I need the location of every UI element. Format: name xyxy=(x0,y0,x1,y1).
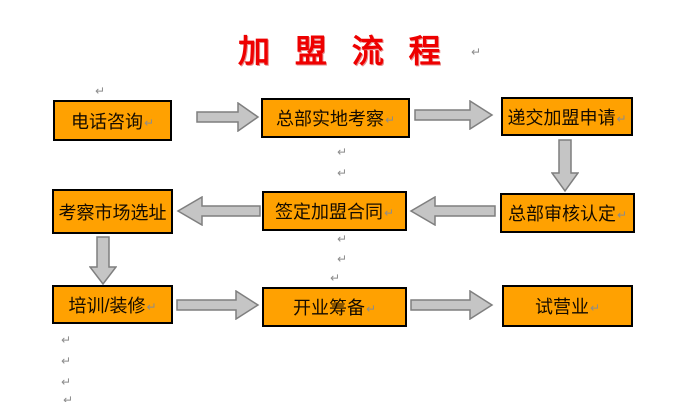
node-label: 递交加盟申请 xyxy=(507,107,616,128)
page-title-text: 加 盟 流 程 xyxy=(238,33,449,69)
flow-node-sign-contract: 签定加盟合同↵ xyxy=(262,191,407,231)
paragraph-mark: ↵ xyxy=(337,252,348,266)
paragraph-mark: ↵ xyxy=(143,115,155,130)
paragraph-mark: ↵ xyxy=(384,113,396,127)
paragraph-mark: ↵ xyxy=(616,208,628,222)
paragraph-mark: ↵ xyxy=(95,84,106,98)
paragraph-mark: ↵ xyxy=(330,271,341,285)
paragraph-mark: ↵ xyxy=(471,45,482,59)
paragraph-mark: ↵ xyxy=(383,206,395,220)
arrow-down-icon xyxy=(89,236,117,286)
paragraph-mark: ↵ xyxy=(616,111,627,126)
arrow-right-icon xyxy=(196,102,260,132)
flow-node-market-site-survey: 考察市场选址 xyxy=(52,189,173,234)
flow-node-training-decoration: 培训/装修↵ xyxy=(52,285,173,324)
node-label: 电话咨询 xyxy=(70,111,143,132)
arrow-right-icon xyxy=(176,290,260,320)
flow-node-opening-preparation: 开业筹备↵ xyxy=(262,287,407,327)
arrow-down-icon xyxy=(551,139,579,193)
arrow-left-icon xyxy=(409,196,496,226)
flow-node-submit-application: 递交加盟申请↵ xyxy=(501,97,633,136)
paragraph-mark: ↵ xyxy=(61,375,72,389)
node-label: 考察市场选址 xyxy=(58,202,167,223)
arrow-left-icon xyxy=(176,196,261,226)
flow-node-hq-site-visit: 总部实地考察↵ xyxy=(261,98,410,138)
paragraph-mark: ↵ xyxy=(63,393,74,402)
node-label: 试营业 xyxy=(534,297,589,317)
node-label: 总部审核认定 xyxy=(507,204,616,224)
node-label: 总部实地考察 xyxy=(275,109,384,129)
flow-node-trial-operation: 试营业↵ xyxy=(502,285,633,327)
node-label: 签定加盟合同 xyxy=(274,202,383,222)
page-title: 加 盟 流 程 xyxy=(238,26,449,72)
paragraph-mark: ↵ xyxy=(337,166,348,180)
paragraph-mark: ↵ xyxy=(146,299,157,314)
paragraph-mark: ↵ xyxy=(337,145,348,159)
flow-node-phone-consult: 电话咨询↵ xyxy=(53,100,172,141)
arrow-right-icon xyxy=(414,100,494,130)
paragraph-mark: ↵ xyxy=(337,232,348,246)
paragraph-mark: ↵ xyxy=(589,301,601,315)
paragraph-mark: ↵ xyxy=(365,302,377,316)
node-label: 培训/装修 xyxy=(68,295,146,316)
paragraph-mark: ↵ xyxy=(61,333,72,347)
paragraph-mark: ↵ xyxy=(61,354,72,368)
arrow-right-icon xyxy=(410,290,494,320)
node-label: 开业筹备 xyxy=(292,298,365,318)
flow-node-hq-review: 总部审核认定↵ xyxy=(500,193,635,233)
